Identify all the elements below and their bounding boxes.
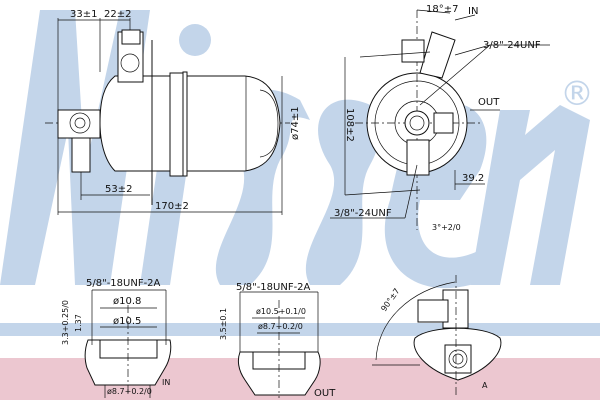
in-detail-label: IN xyxy=(162,378,170,387)
dia-8-7-in: ø8.7+0.2/0 xyxy=(107,387,152,396)
dia-8-7-out: ø8.7+0.2/0 xyxy=(258,322,303,331)
dim-53: 53±2 xyxy=(105,184,132,195)
dim-1-37: 1.37 xyxy=(74,314,83,332)
dim-33: 33±1 xyxy=(70,9,97,20)
angle-90: 90°±7 xyxy=(379,287,401,313)
detail-a-label: A xyxy=(482,381,488,390)
out-port xyxy=(433,112,454,134)
out-detail-label: OUT xyxy=(314,388,336,399)
dim-108: 108±2 xyxy=(344,108,355,142)
thread-bottom: 3/8"-24UNF xyxy=(334,208,392,219)
dia-10-5: ø10.5 xyxy=(113,316,141,327)
dia-10-8: ø10.8 xyxy=(113,296,141,307)
in-label: IN xyxy=(468,6,478,17)
registered-mark: ® xyxy=(560,74,594,114)
detail-in: 5/8"-18UNF-2A ø10.8 ø10.5 3.3+0.25/0 1.3… xyxy=(61,278,172,398)
angle-18: 18°±7 xyxy=(426,4,458,15)
dim-dia74: ø74±1 xyxy=(290,106,301,140)
dim-22: 22±2 xyxy=(104,9,131,20)
thread-top: 3/8"-24UNF xyxy=(483,40,541,51)
dim-3-5: 3.5±0.1 xyxy=(219,308,228,340)
dim-170: 170±2 xyxy=(155,201,189,212)
thread-out: 5/8"-18UNF-2A xyxy=(236,282,311,293)
dim-3-3: 3.3+0.25/0 xyxy=(61,300,70,345)
out-fitting xyxy=(57,109,101,139)
out-label: OUT xyxy=(478,97,500,108)
dim-39: 39.2 xyxy=(462,173,484,184)
angle-3: 3°+2/0 xyxy=(432,223,461,232)
detail-a: 90°±7 A xyxy=(372,275,502,395)
thread-in: 5/8"-18UNF-2A xyxy=(86,278,161,289)
end-view: 18°±7 IN 3/8"-24UNF OUT 39.2 3/8"-24UNF … xyxy=(330,4,550,232)
detail-out: 5/8"-18UNF-2A ø10.5+0.1/0 ø8.7+0.2/0 3.5… xyxy=(219,282,336,399)
side-view: 33±1 22±2 53±2 170±2 ø74±1 xyxy=(45,9,301,215)
dia-10-5-out: ø10.5+0.1/0 xyxy=(256,307,306,316)
